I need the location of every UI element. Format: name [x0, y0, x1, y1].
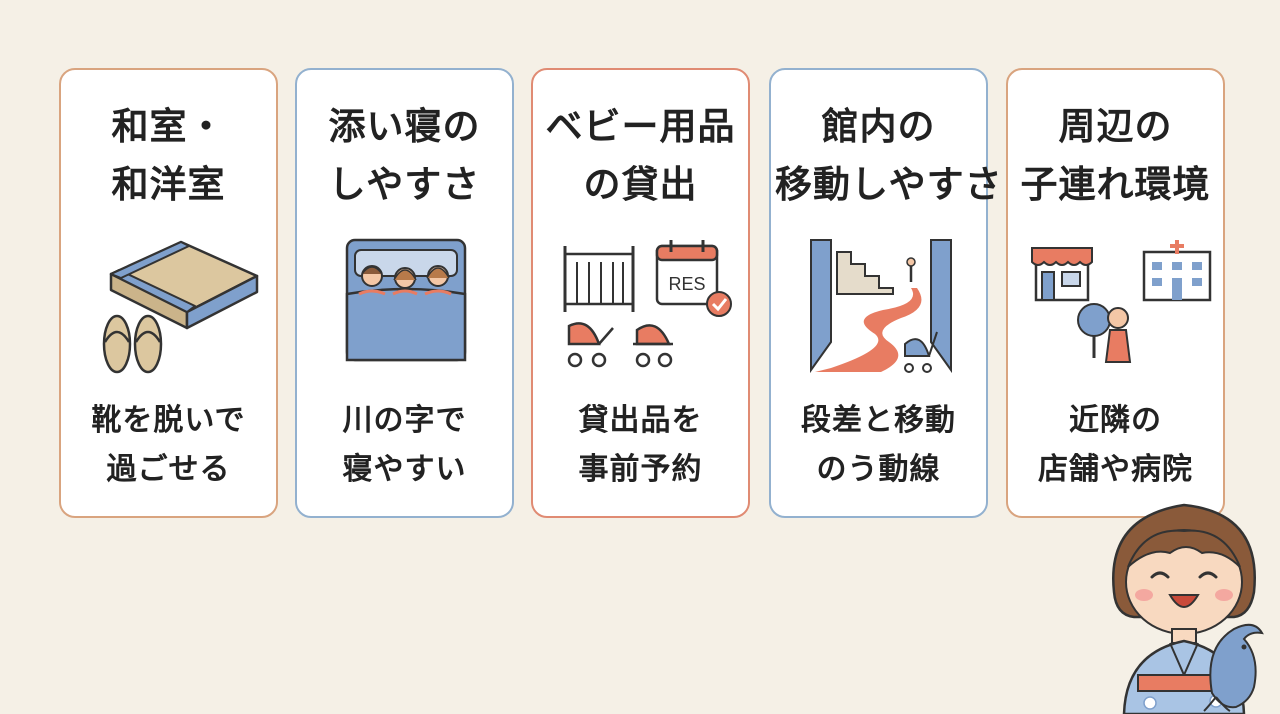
card-nearby-environment: 周辺の 子連れ環境 近隣の 店舗や [1006, 68, 1225, 518]
shop-icon [1031, 247, 1093, 302]
crib-icon [563, 246, 635, 312]
mobility-illustration [810, 239, 952, 374]
card-japanese-room: 和室・ 和洋室 靴を脱いで 過ごせる [59, 68, 278, 518]
card-description-line: 近隣の [1069, 403, 1162, 438]
card-title: 周辺の 子連れ環境 [1012, 98, 1219, 214]
card-title-line: 添い寝の [328, 105, 481, 148]
card-description-line: 川の字で [342, 403, 467, 438]
tatami-mat-icon [109, 240, 259, 330]
card-title-line: 周辺の [1058, 105, 1173, 148]
sandals-icon [102, 314, 163, 374]
card-title: ベビー用品 の貸出 [537, 98, 744, 214]
stroller-icon [567, 322, 673, 368]
hospital-icon [1142, 240, 1212, 302]
card-description-line: 過ごせる [106, 452, 231, 487]
tatami-illustration [102, 240, 259, 374]
card-description-line: のう動線 [816, 452, 941, 487]
card-description-line: 店舗や病院 [1038, 452, 1193, 487]
path-icon [815, 288, 922, 372]
baby-goods-illustration: RES [563, 240, 732, 368]
card-title-line: 子連れ環境 [1020, 163, 1211, 206]
card-title-line: 和洋室 [111, 163, 226, 206]
card-description: 靴を脱いで 過ごせる [65, 396, 272, 494]
card-title-line: の貸出 [583, 163, 698, 206]
card-co-sleeping: 添い寝の しやすさ 川の字で 寝やすい [295, 68, 514, 518]
family-sleeping-icon [345, 238, 467, 362]
dolphin-icon [1203, 623, 1264, 712]
card-description-line: 事前予約 [578, 452, 703, 487]
card-description: 貸出品を 事前予約 [537, 396, 744, 494]
card-title: 和室・ 和洋室 [65, 98, 272, 214]
card-description-line: 貸出品を [578, 403, 703, 438]
card-baby-goods-rental: ベビー用品 の貸出 RES [531, 68, 750, 518]
reservation-badge-text: RES [668, 274, 705, 294]
card-title-line: しやすさ [328, 163, 481, 206]
card-title-line: 和室・ [111, 105, 226, 148]
card-description-line: 段差と移動 [801, 403, 956, 438]
card-title-line: ベビー用品 [545, 105, 736, 148]
card-description-line: 靴を脱いで [91, 403, 246, 438]
card-facility-mobility: 館内の 移動しやすさ 段差と移動 のう動線 [769, 68, 1003, 518]
stroller-icon [904, 331, 938, 373]
neighborhood-illustration [1031, 240, 1212, 363]
family-sleeping-illustration [345, 238, 467, 362]
card-description: 段差と移動 のう動線 [775, 396, 982, 494]
card-description: 近隣の 店舗や病院 [1012, 396, 1219, 494]
child-icon [1104, 307, 1132, 363]
card-title: 館内の 移動しやすさ [775, 98, 1003, 214]
mascot-girl-icon [1112, 503, 1264, 714]
card-title-line: 館内の [821, 105, 936, 148]
card-description: 川の字で 寝やすい [301, 396, 508, 494]
card-description-line: 寝やすい [342, 452, 467, 487]
tree-icon [1077, 303, 1111, 358]
card-title: 添い寝の しやすさ [301, 98, 508, 214]
reservation-calendar-icon: RES [655, 240, 732, 317]
stairs-icon [836, 251, 894, 295]
card-title-line: 移動しやすさ [775, 163, 1003, 206]
